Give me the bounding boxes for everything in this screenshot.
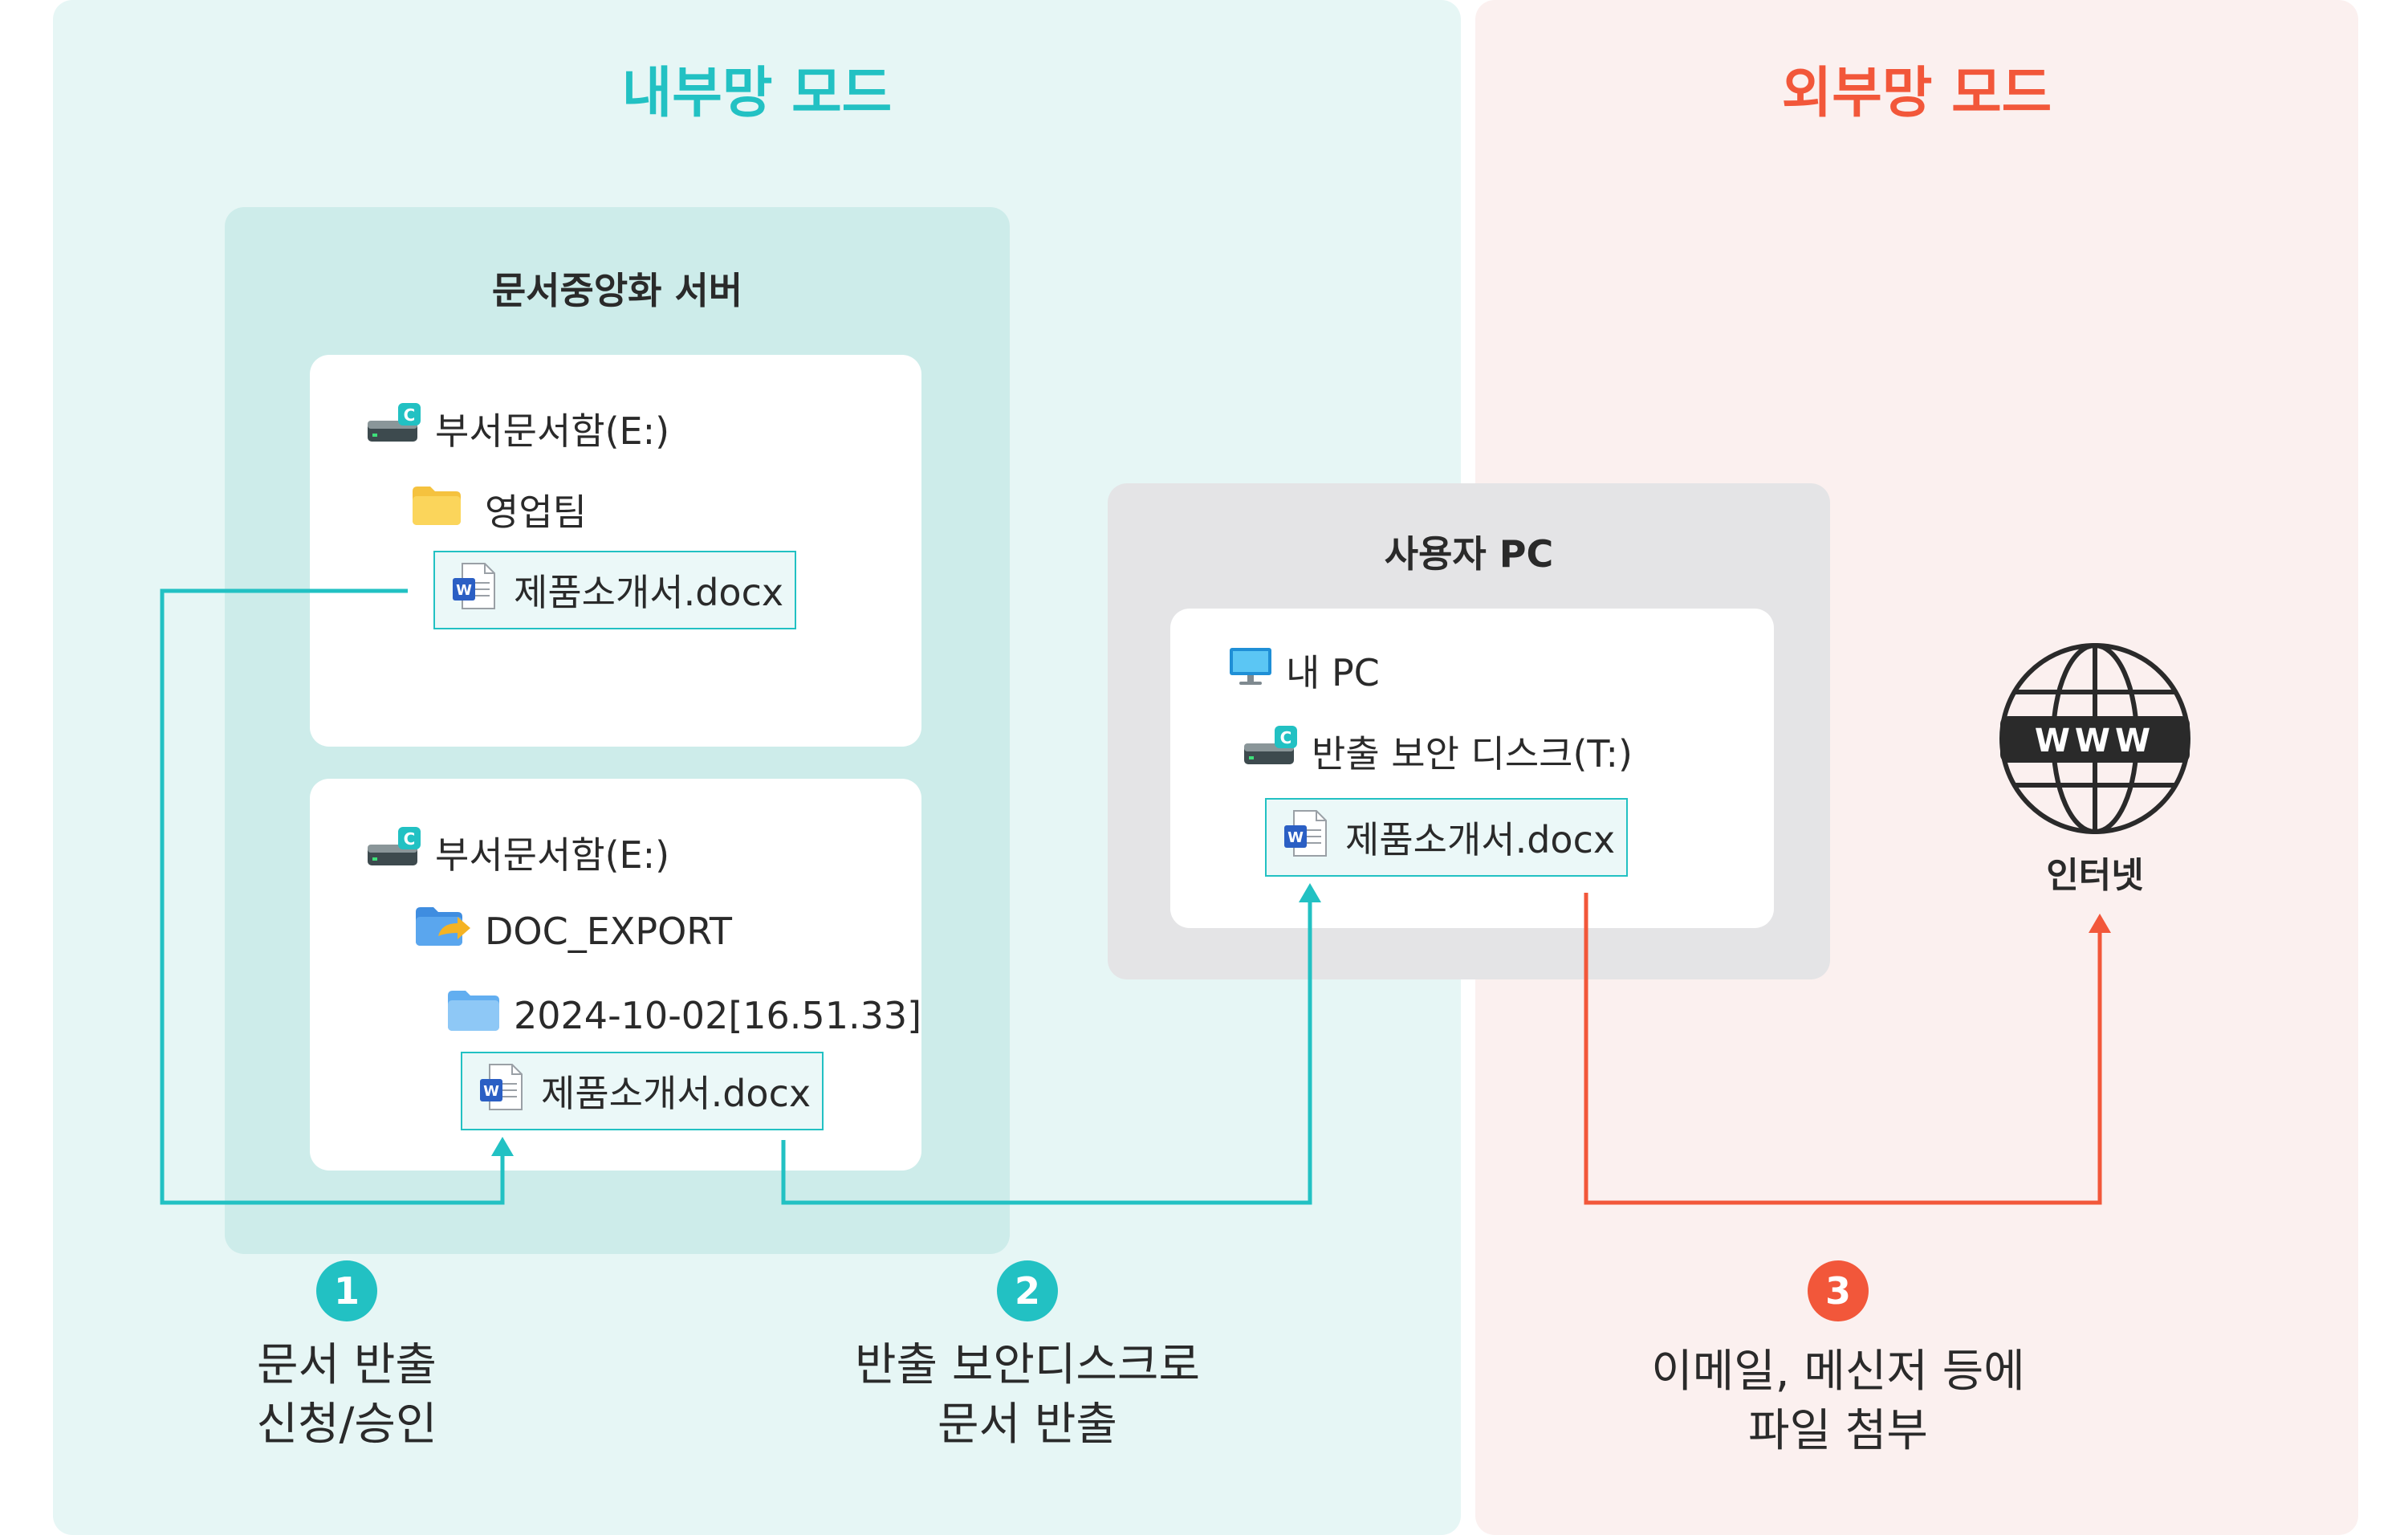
exported-file-name: 제품소개서.docx	[541, 1072, 811, 1115]
step-1-line-2: 신청/승인	[256, 1399, 437, 1451]
word-document-icon: W	[478, 1063, 523, 1120]
external-zone-title: 외부망 모드	[1781, 62, 2052, 125]
secure-disk-label: 반출 보안 디스크(T:)	[1312, 731, 1633, 776]
step-1-line-1: 문서 반출	[257, 1339, 437, 1391]
my-pc-label: 내 PC	[1286, 651, 1380, 694]
secure-drive-icon: C	[366, 401, 422, 455]
svg-text:C: C	[404, 405, 416, 425]
step-1-badge: 1	[316, 1260, 377, 1321]
arrowhead-step-2	[1299, 883, 1321, 902]
svg-text:W: W	[483, 1083, 499, 1100]
svg-text:C: C	[1280, 728, 1292, 747]
source-file-name: 제품소개서.docx	[514, 571, 784, 614]
monitor-icon	[1228, 646, 1273, 695]
globe-www-text: WWW	[2035, 723, 2155, 759]
folder-icon	[446, 989, 501, 1041]
step-3-badge: 3	[1808, 1260, 1869, 1321]
source-file-box[interactable]: W 제품소개서.docx	[433, 551, 796, 629]
svg-text:W: W	[456, 582, 472, 599]
step-3-line-2: 파일 첨부	[1748, 1405, 1928, 1457]
drive-row: C 부서문서함(E:)	[366, 401, 669, 455]
export-folder-icon	[414, 904, 472, 958]
globe-icon: WWW	[1997, 641, 2193, 837]
export-folder-label: DOC_EXPORT	[485, 909, 732, 953]
date-folder-label: 2024-10-02[16.51.33]	[514, 993, 922, 1037]
step-2-badge: 2	[997, 1260, 1058, 1321]
exported-file-box[interactable]: W 제품소개서.docx	[461, 1052, 824, 1130]
step-2-label: 반출 보안디스크로 문서 반출	[803, 1336, 1252, 1455]
word-document-icon: W	[451, 562, 496, 619]
step-2-line-2: 문서 반출	[938, 1399, 1117, 1451]
server-title: 문서중앙화 서버	[491, 269, 743, 312]
svg-text:C: C	[404, 829, 416, 849]
secure-drive-icon: C	[366, 825, 422, 879]
folder-icon	[411, 485, 462, 535]
export-folder-row: DOC_EXPORT	[414, 904, 732, 958]
pc-title: 사용자 PC	[1384, 532, 1554, 576]
pc-file-box[interactable]: W 제품소개서.docx	[1265, 798, 1628, 877]
folder-label: 영업팀	[485, 491, 587, 534]
folder-row: 영업팀	[411, 483, 587, 536]
step-1-label: 문서 반출 신청/승인	[186, 1336, 507, 1455]
internal-zone-title: 내부망 모드	[621, 62, 893, 125]
pc-file-name: 제품소개서.docx	[1345, 818, 1616, 861]
secure-drive-icon: C	[1243, 724, 1299, 778]
arrow-step-2	[781, 899, 1312, 1205]
arrowhead-step-1	[491, 1137, 514, 1156]
step-2-line-1: 반출 보안디스크로	[855, 1339, 1200, 1391]
word-document-icon: W	[1283, 809, 1328, 866]
step-3-line-1: 이메일, 메신저 등에	[1651, 1346, 2025, 1398]
drive-label: 부서문서함(E:)	[435, 833, 670, 877]
drive-label: 부서문서함(E:)	[435, 409, 670, 453]
date-folder-row: 2024-10-02[16.51.33]	[446, 989, 921, 1041]
arrowhead-step-3	[2089, 914, 2111, 933]
secure-disk-row: C 반출 보안 디스크(T:)	[1243, 724, 1633, 778]
svg-text:W: W	[1287, 829, 1304, 846]
internet-label: 인터넷	[2046, 855, 2144, 896]
arrow-step-3	[1584, 893, 2102, 1205]
my-pc-row: 내 PC	[1228, 644, 1380, 697]
step-3-label: 이메일, 메신저 등에 파일 첨부	[1597, 1342, 2079, 1461]
arrow-step-1	[160, 588, 505, 1205]
export-drive-row: C 부서문서함(E:)	[366, 825, 669, 879]
